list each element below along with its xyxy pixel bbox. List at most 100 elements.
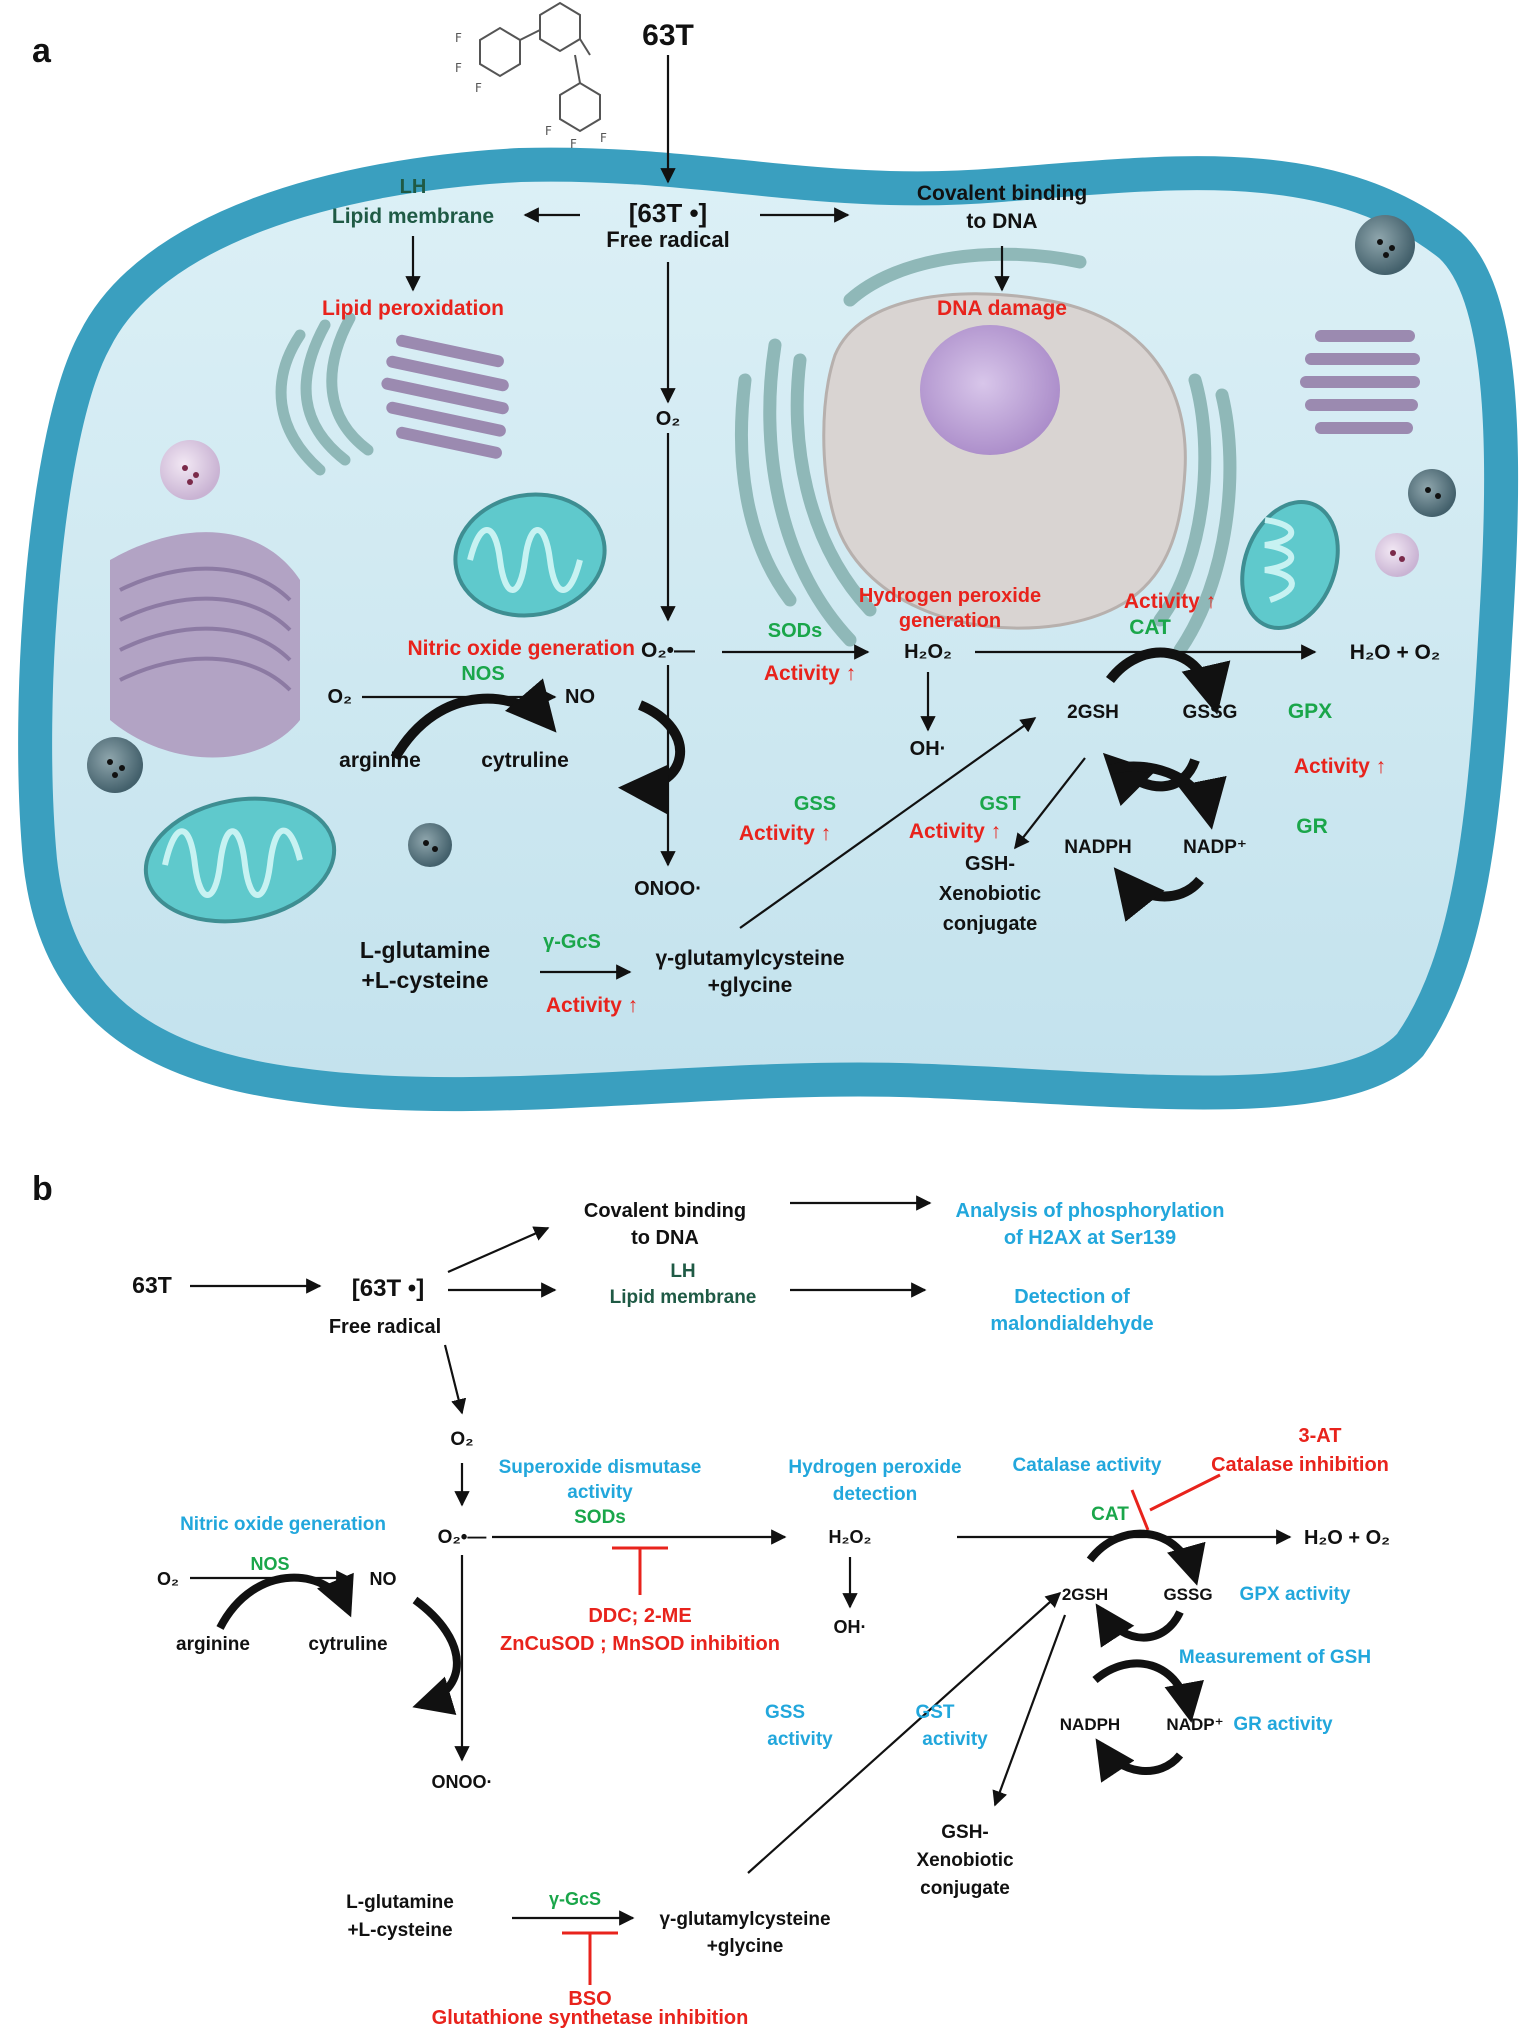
- b-measurement-gsh: Measurement of GSH: [1179, 1647, 1371, 1668]
- a-dna-damage: DNA damage: [937, 297, 1067, 320]
- a-glutamine-line1: L-glutamine: [360, 937, 490, 963]
- panel-a-label: a: [32, 32, 52, 70]
- b-gst-line1: GST: [915, 1702, 954, 1723]
- panel-b-label: b: [32, 1170, 53, 1208]
- b-hp-line1: Hydrogen peroxide: [788, 1457, 961, 1478]
- svg-text:F: F: [545, 124, 552, 138]
- b-nos-o2: O₂: [157, 1569, 179, 1589]
- a-gr: GR: [1296, 815, 1328, 838]
- b-yglu-line1: γ-glutamylcysteine: [659, 1909, 830, 1930]
- a-nos: NOS: [461, 663, 504, 685]
- b-onoo: ONOO·: [432, 1772, 493, 1792]
- a-covalent-line1: Covalent binding: [917, 182, 1087, 205]
- b-hp-line2: detection: [833, 1484, 917, 1505]
- b-free-radical: Free radical: [329, 1316, 441, 1338]
- panel-b-curved-arrows: [216, 1529, 1206, 1783]
- panel-b-inhibitors: [562, 1473, 1221, 1985]
- b-mda-line1: Detection of: [1014, 1286, 1130, 1308]
- b-h2ax-line1: Analysis of phosphorylation: [956, 1200, 1225, 1222]
- b-mda-line2: malondialdehyde: [990, 1313, 1153, 1335]
- b-arginine: arginine: [176, 1634, 250, 1655]
- a-gssg: GSSG: [1183, 702, 1238, 723]
- a-conj-line2: Xenobiotic: [939, 883, 1041, 905]
- mitochondrion-upper: [453, 492, 607, 618]
- b-gss-line2: activity: [767, 1729, 833, 1750]
- b-superoxide: O₂•—: [438, 1527, 487, 1548]
- a-sod-activity: Activity ↑: [764, 662, 856, 685]
- a-h2o-o2: H₂O + O₂: [1350, 641, 1440, 664]
- a-cytruline: cytruline: [481, 749, 569, 772]
- svg-text:F: F: [600, 131, 607, 145]
- svg-text:F: F: [455, 31, 462, 45]
- panel-a-curved-arrows: [390, 647, 1231, 922]
- b-sod-line2: activity: [567, 1482, 633, 1503]
- mitochondrion-lower: [143, 796, 337, 924]
- b-2gsh: 2GSH: [1062, 1585, 1108, 1604]
- b-o2: O₂: [450, 1429, 473, 1450]
- b-nadp: NADP⁺: [1166, 1715, 1223, 1734]
- b-gr-activity: GR activity: [1233, 1714, 1333, 1735]
- a-gst-activity: Activity ↑: [909, 820, 1001, 843]
- a-no: NO: [565, 686, 595, 708]
- compound-structure: F F F F F F: [455, 1, 607, 151]
- a-gss-activity: Activity ↑: [739, 822, 831, 845]
- b-catalase-inhibition: Catalase inhibition: [1211, 1454, 1389, 1476]
- a-oh: OH·: [910, 738, 947, 760]
- a-lipid-peroxidation: Lipid peroxidation: [322, 297, 504, 320]
- b-h2o-o2: H₂O + O₂: [1304, 1527, 1390, 1549]
- a-arginine: arginine: [339, 749, 421, 772]
- b-lh: LH: [670, 1261, 695, 1282]
- panel-b-text: b 63T [63T •] Free radical Covalent bind…: [32, 1170, 1390, 2029]
- a-gst: GST: [979, 793, 1020, 815]
- a-cat-activity: Activity ↑: [1124, 590, 1216, 613]
- svg-text:F: F: [475, 81, 482, 95]
- b-h2o2: H₂O₂: [829, 1527, 872, 1547]
- b-compound-63t: 63T: [132, 1272, 172, 1298]
- a-onoo: ONOO·: [634, 878, 702, 900]
- b-gpx-activity: GPX activity: [1240, 1584, 1351, 1605]
- a-conj-line3: conjugate: [943, 913, 1037, 935]
- a-o2: O₂: [656, 408, 680, 430]
- b-ddc: DDC; 2-ME: [588, 1605, 691, 1627]
- b-gst-line2: activity: [922, 1729, 988, 1750]
- a-compound-63t: 63T: [642, 19, 694, 52]
- b-covalent-line2: to DNA: [631, 1227, 699, 1249]
- a-hp-line2: generation: [899, 610, 1001, 632]
- b-covalent-line1: Covalent binding: [584, 1200, 746, 1222]
- b-gssg: GSSG: [1163, 1585, 1212, 1604]
- b-bso-inhibition: Glutathione synthetase inhibition: [432, 2007, 749, 2029]
- b-cytruline: cytruline: [308, 1634, 387, 1655]
- vesicle-pink-2: [1375, 533, 1419, 577]
- a-gpx: GPX: [1288, 700, 1332, 723]
- a-lipid-membrane: Lipid membrane: [332, 205, 494, 228]
- mitochondrion-right: [1240, 500, 1340, 630]
- b-conj-line1: GSH-: [941, 1822, 989, 1843]
- a-gss: GSS: [794, 793, 836, 815]
- a-nadp: NADP⁺: [1183, 837, 1247, 858]
- a-radical: [63T •]: [629, 198, 707, 228]
- a-sods: SODs: [768, 620, 822, 642]
- b-nadph: NADPH: [1060, 1715, 1120, 1734]
- b-ygcs: γ-GcS: [549, 1889, 601, 1909]
- a-gpx-activity: Activity ↑: [1294, 755, 1386, 778]
- b-sod-line1: Superoxide dismutase: [499, 1457, 702, 1478]
- a-nos-o2: O₂: [328, 686, 352, 708]
- vesicle-dark-2: [1408, 469, 1456, 517]
- b-no: NO: [370, 1569, 397, 1589]
- golgi-large: [110, 532, 300, 758]
- a-covalent-line2: to DNA: [966, 210, 1037, 233]
- a-ygcs-activity: Activity ↑: [546, 994, 638, 1017]
- a-cat: CAT: [1129, 616, 1171, 639]
- a-h2o2: H₂O₂: [904, 641, 952, 663]
- golgi-stack-left: [381, 334, 509, 459]
- b-bso: BSO: [568, 1988, 611, 2010]
- cell-illustration: [18, 147, 1519, 1112]
- b-nos: NOS: [250, 1554, 289, 1574]
- b-3at: 3-AT: [1299, 1425, 1342, 1447]
- b-glutamine-line1: L-glutamine: [346, 1892, 454, 1913]
- b-nitric-oxide-generation: Nitric oxide generation: [180, 1514, 386, 1535]
- vesicle-dark-1: [1355, 215, 1415, 275]
- vesicle-pink-1: [160, 440, 220, 500]
- b-conj-line2: Xenobiotic: [916, 1850, 1014, 1871]
- panel-b-arrows: [190, 1195, 1292, 1926]
